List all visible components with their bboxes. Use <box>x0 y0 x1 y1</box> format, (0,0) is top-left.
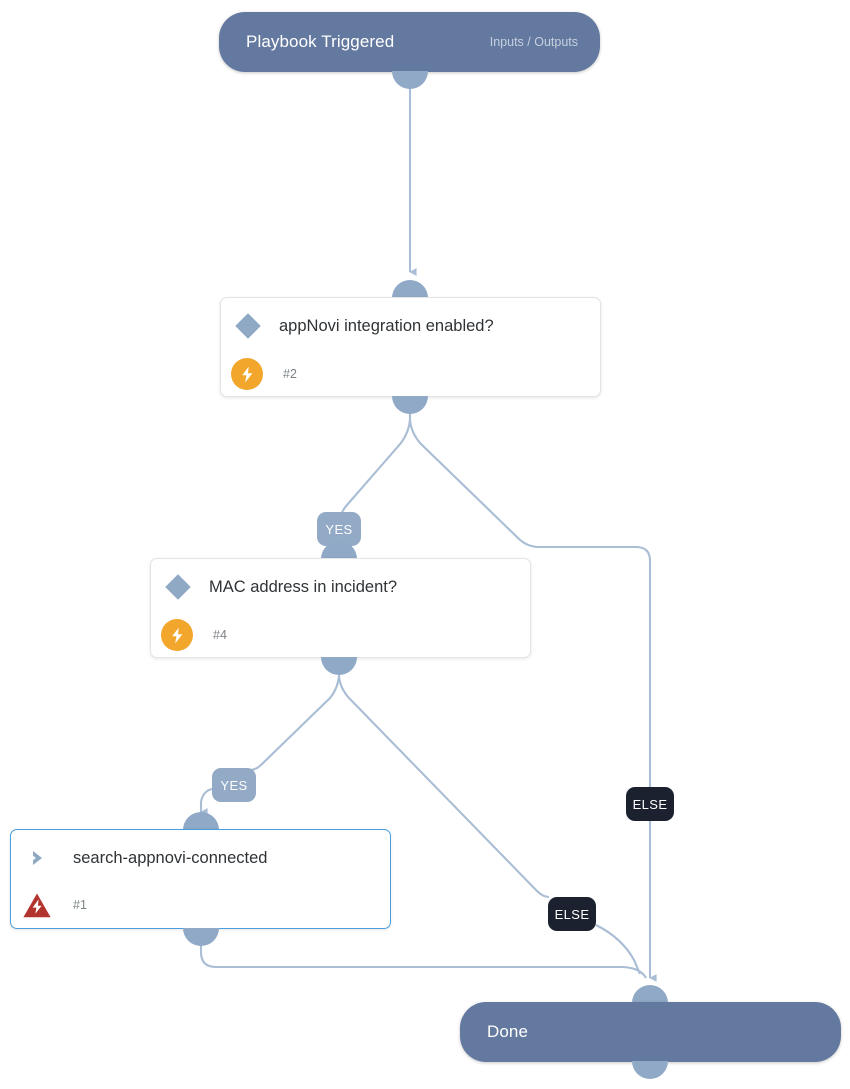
node-playbook-triggered[interactable]: Playbook Triggered Inputs / Outputs <box>219 12 600 72</box>
handle-n2-top[interactable] <box>392 280 428 298</box>
node-title: Done <box>487 1022 529 1041</box>
decision-diamond-icon <box>165 574 191 600</box>
edge-n4-yes <box>244 663 341 772</box>
action-chevron-icon <box>29 847 51 869</box>
node-number: #2 <box>283 367 297 381</box>
edge-n1-to-done <box>199 944 647 979</box>
handle-done-bottom[interactable] <box>632 1061 668 1079</box>
edge-label-yes-n2[interactable]: YES <box>317 512 361 546</box>
handle-n1-bottom[interactable] <box>183 928 219 946</box>
handle-n1-top[interactable] <box>183 812 219 830</box>
node-search-appnovi-connected[interactable]: search-appnovi-connected #1 <box>10 829 391 929</box>
node-mac-address-in-incident[interactable]: MAC address in incident? #4 <box>150 558 531 658</box>
lightning-bolt-icon <box>161 619 193 651</box>
node-number: #4 <box>213 628 227 642</box>
edge-n4-else-tail <box>595 924 641 975</box>
edge-n4-yes-tail <box>199 787 213 816</box>
node-done[interactable]: Done <box>460 1002 841 1062</box>
handle-done-top[interactable] <box>632 985 668 1003</box>
node-title: appNovi integration enabled? <box>279 316 494 335</box>
node-subtitle-inputs-outputs: Inputs / Outputs <box>489 35 578 49</box>
edge-label-else-n2[interactable]: ELSE <box>626 787 674 821</box>
node-number: #1 <box>73 898 87 912</box>
warning-triangle-icon <box>21 890 53 920</box>
node-title: MAC address in incident? <box>209 577 398 596</box>
handle-n4-bottom[interactable] <box>321 657 357 675</box>
node-title: search-appnovi-connected <box>73 848 268 867</box>
edge-label-yes-n4[interactable]: YES <box>212 768 256 802</box>
lightning-bolt-icon <box>231 358 263 390</box>
node-title: Playbook Triggered <box>246 32 395 51</box>
edge-label-else-n4[interactable]: ELSE <box>548 897 596 931</box>
node-appnovi-integration-enabled[interactable]: appNovi integration enabled? #2 <box>220 297 601 397</box>
handle-start-bottom[interactable] <box>392 71 428 89</box>
decision-diamond-icon <box>235 313 261 339</box>
handle-n2-bottom[interactable] <box>392 396 428 414</box>
